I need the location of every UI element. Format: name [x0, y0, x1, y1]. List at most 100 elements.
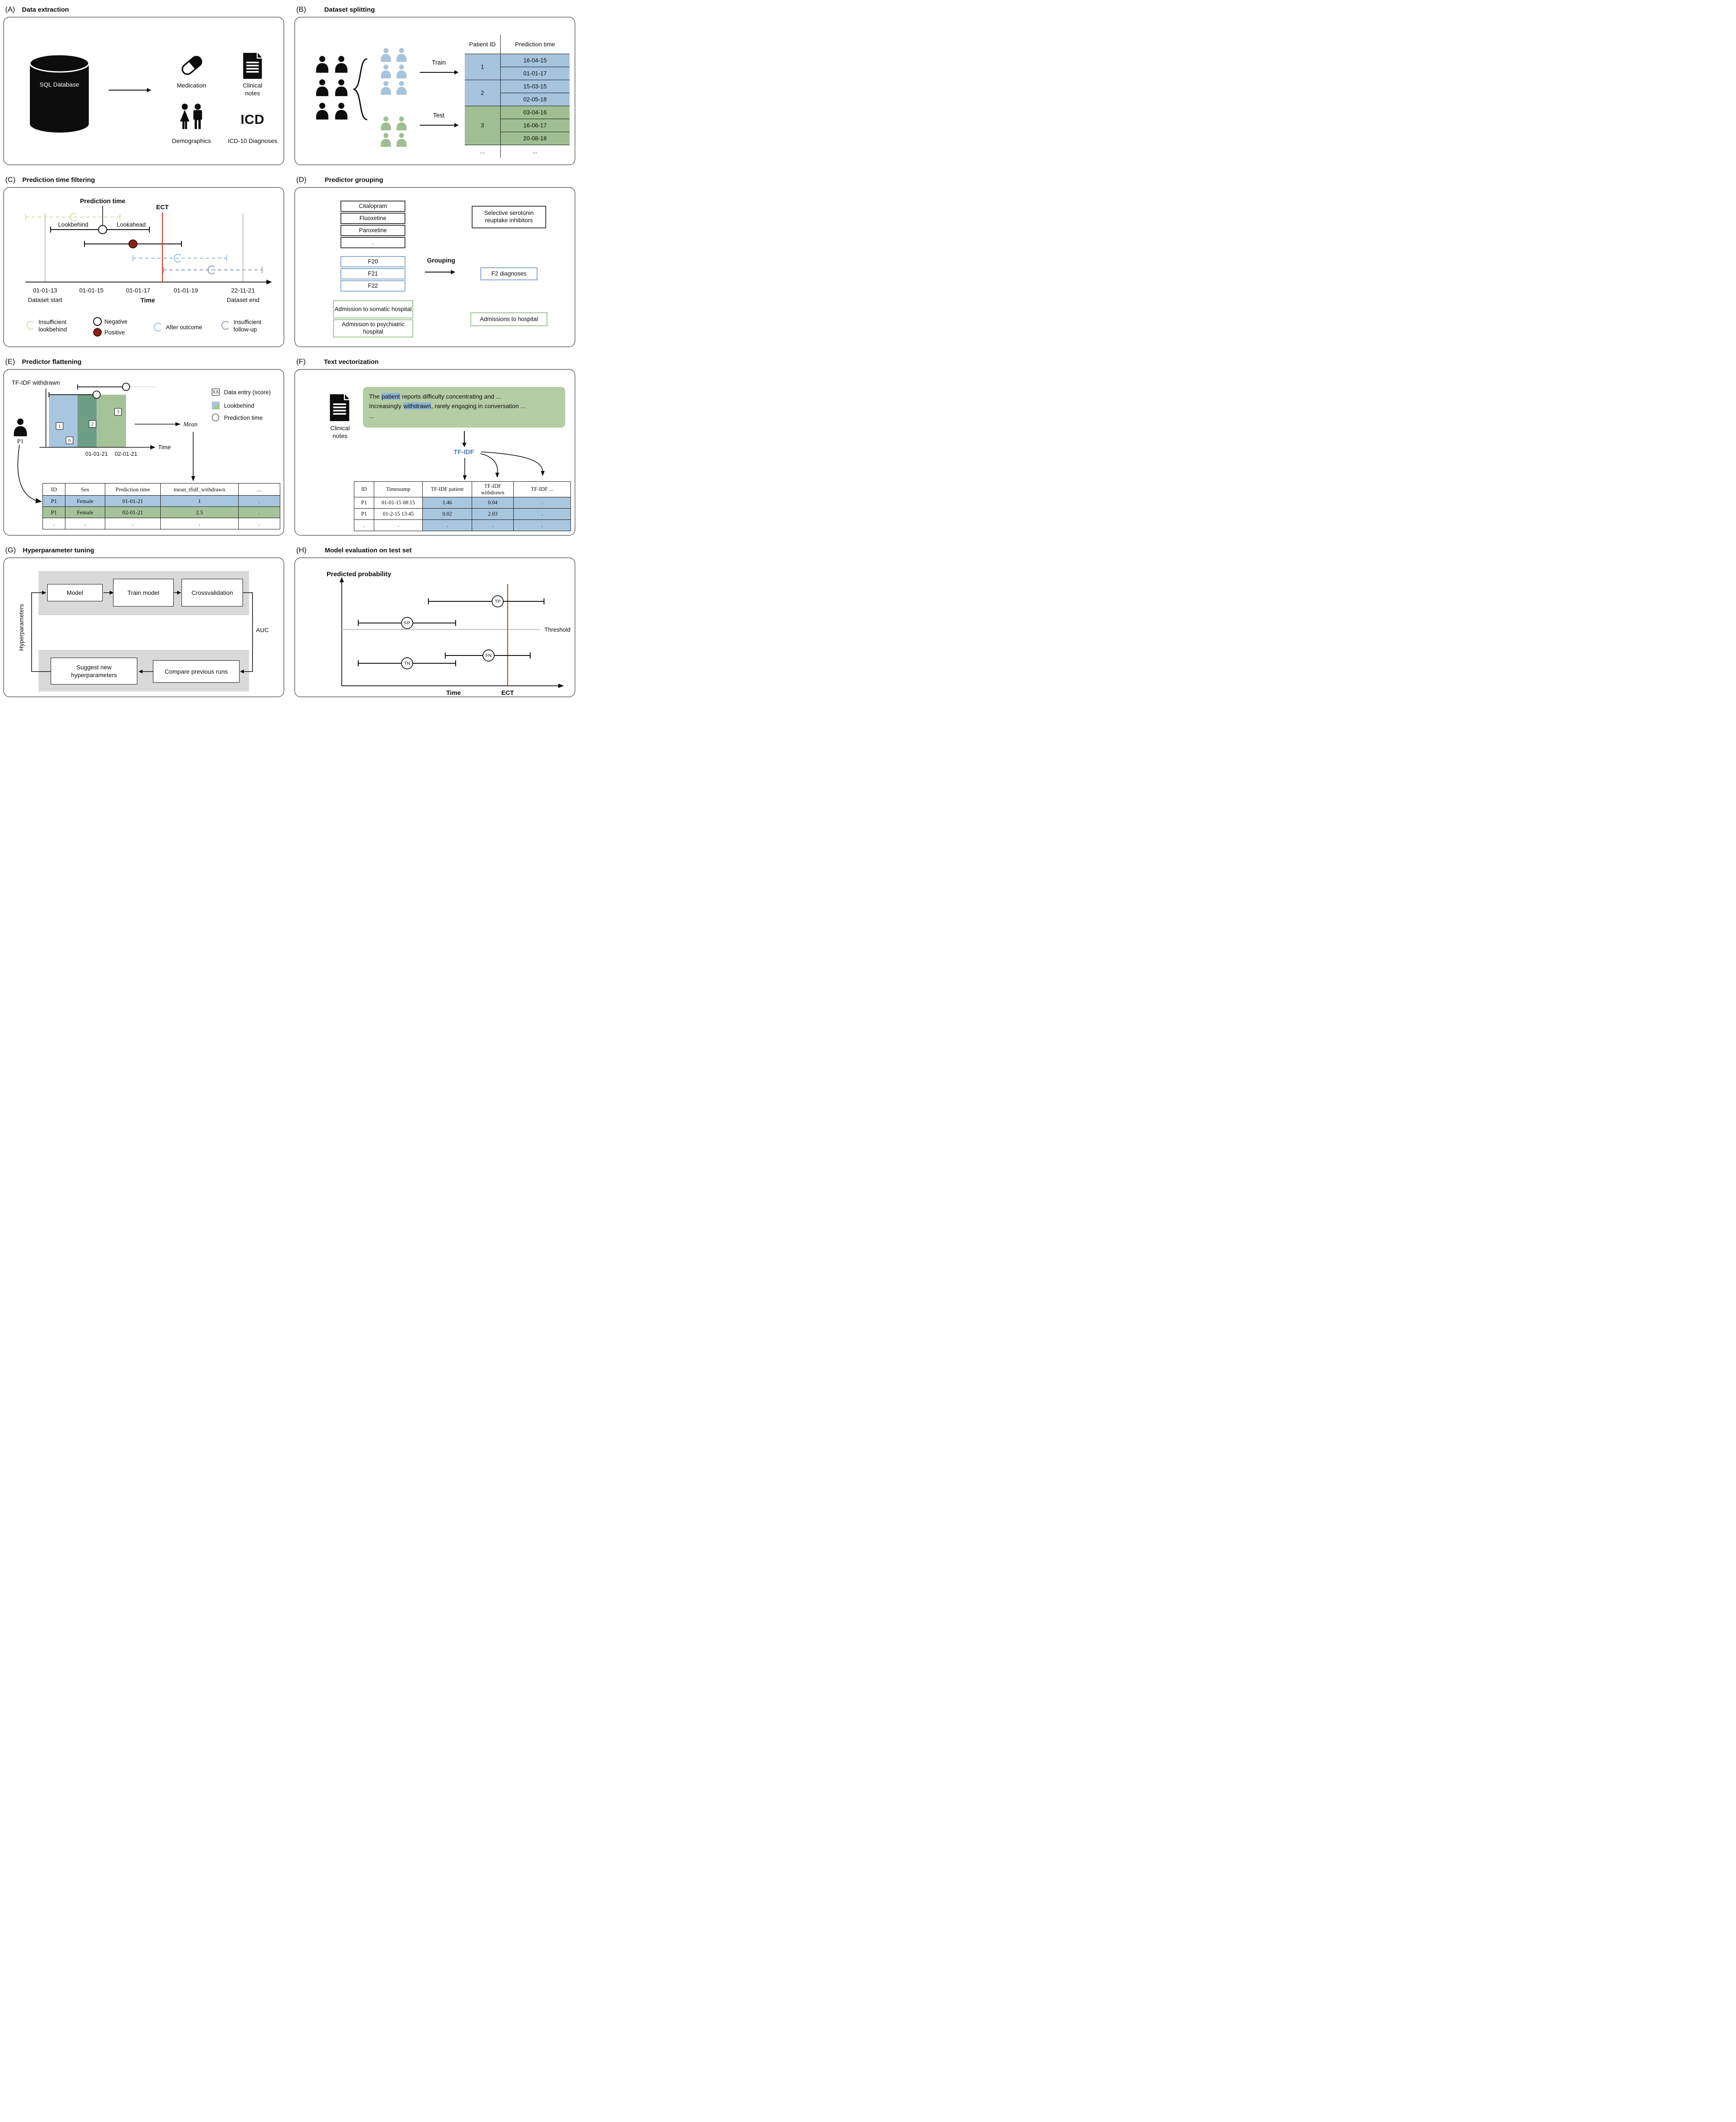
negative-icon: [93, 317, 102, 326]
axis-date-labels: 01-01-13 01-01-15 01-01-17 01-01-19 22-1…: [33, 287, 255, 294]
col-header: ID: [354, 481, 374, 497]
col-header: mean_tfidf_withdrawn: [160, 483, 239, 496]
cell: .: [238, 506, 280, 518]
sql-database-icon: SQL Database: [29, 54, 90, 134]
data-entry-legend-icon: XX: [212, 389, 220, 396]
data-entry: 3: [114, 408, 122, 415]
train-arrow: [420, 70, 459, 74]
col-header: Timestamp: [374, 481, 423, 497]
panel-c-prediction-time-filtering: (C) Prediction time filtering Prediction…: [3, 175, 284, 347]
negative-circle: [98, 225, 107, 234]
note-to-tfidf-arrow: [462, 431, 466, 447]
tp-errorbar: [428, 598, 544, 604]
cell: 1.46: [422, 497, 472, 509]
panel-e-title: Predictor flattening: [22, 358, 82, 366]
train-label: Train: [431, 59, 446, 66]
insufficient-followup-row: [162, 265, 263, 275]
positive-circle: [128, 239, 138, 249]
panel-h-title: Model evaluation on test set: [324, 547, 412, 554]
cell: Female: [65, 506, 105, 518]
tuning-flow-arrows: [31, 591, 253, 674]
demographics-label: Demographics: [172, 137, 211, 144]
cell: .: [65, 518, 105, 529]
table-header-row: ID Timestamp TF-IDF patient TF-IDF withd…: [354, 481, 571, 497]
table-row: . . . . .: [42, 518, 280, 529]
table-row: ... ...: [464, 144, 570, 158]
panel-a-box: SQL Database Medication Clinical notes: [3, 17, 284, 165]
crossvalidation-box: Crossvalidation: [181, 579, 243, 607]
lookahead-label: Lookahead: [117, 221, 146, 228]
col-header: TF-IDF withdrawn: [472, 481, 514, 497]
predictor-item: F20: [340, 256, 405, 267]
after-outcome-icon: [153, 322, 162, 332]
cell: .: [238, 518, 280, 529]
col-header: Prediction time: [105, 483, 161, 496]
mean-arrow: [135, 422, 181, 426]
test-patients-group-icon: [380, 116, 408, 147]
data-entry: 2: [89, 420, 96, 428]
tp-circle: [492, 595, 504, 607]
extraction-flow-arrow: [109, 88, 151, 92]
table-header-row: ID Sex Prediction time mean_tfidf_withdr…: [42, 483, 280, 496]
note-text: , rarely engaging in conversation ...: [431, 402, 526, 410]
grouped-predictor: Admissions to hospital: [470, 312, 547, 326]
cell: 02-01-21: [105, 506, 161, 518]
highlighted-term: withdrawn: [403, 402, 431, 410]
panel-g-tag: (G): [5, 546, 16, 554]
svg-text:Insufficient: Insufficient: [233, 319, 262, 325]
svg-text:01-01-15: 01-01-15: [79, 287, 104, 294]
patient-icon: [13, 418, 28, 436]
cell: .: [513, 497, 571, 509]
dataset-start-label: Dataset start: [28, 296, 62, 303]
note-line-1: The patient reports difficulty concentra…: [369, 392, 559, 401]
cell: Female: [65, 495, 105, 507]
tp-label: TP: [495, 599, 500, 604]
panel-e-tag: (E): [5, 357, 15, 366]
panel-a-tag: (A): [5, 5, 15, 13]
prediction-time-label: Prediction time: [80, 198, 126, 205]
cell: 1: [464, 53, 501, 80]
time-axis-label: Time: [140, 297, 155, 304]
cell: 03-04-16: [500, 105, 570, 119]
table-row: P1 Female 02-01-21 2.5 .: [42, 506, 280, 518]
lookbehind-legend-label: Lookbehind: [224, 402, 254, 409]
panel-f-title: Text vectorization: [324, 358, 379, 366]
predicted-probability-label: Predicted probability: [327, 571, 392, 578]
tn-label: TN: [404, 661, 410, 666]
fp-label: FP: [404, 621, 410, 626]
panel-h-box: Predicted probability Threshold: [295, 558, 575, 697]
model-box: Model: [47, 584, 103, 601]
auc-label: AUC: [256, 626, 269, 633]
suggest-hyperparameters-box: Suggest new hyperparameters: [51, 658, 137, 685]
icd-diagnoses-label: ICD-10 Diagnoses: [227, 137, 278, 144]
cell: 1: [160, 495, 239, 507]
table-row: P1 Female 01-01-21 1 .: [42, 495, 280, 507]
col-header: TF-IDF patient: [422, 481, 472, 497]
evaluation-plot: Predicted probability Threshold: [327, 571, 570, 696]
chart-axes: [39, 389, 155, 450]
cell: .: [238, 495, 280, 507]
date-label-2: 02-01-21: [115, 451, 137, 457]
cell: .: [422, 519, 472, 531]
time-axis-label: Time: [158, 444, 171, 451]
table-row: 3 03-04-16: [464, 105, 570, 145]
dataset-boundary-lines: [45, 214, 243, 282]
note-text: Increasingly: [369, 402, 403, 410]
svg-text:01-01-19: 01-01-19: [174, 287, 198, 294]
lookbehind-legend-icon: [212, 402, 220, 409]
panel-b-title: Dataset splitting: [324, 6, 375, 13]
prediction-time-circle-2: [122, 383, 130, 391]
col-header-prediction-time: Prediction time: [500, 34, 570, 54]
table-row: P1 01-01-15 08:15 1.46 0.04 .: [354, 497, 571, 509]
all-patients-group-icon: [315, 55, 349, 120]
table-row: . . . . .: [354, 519, 571, 531]
grouped-predictor: Selective serotonin reuptake inhibitors: [472, 206, 546, 228]
svg-text:After outcome: After outcome: [166, 324, 202, 331]
patient-id-label: P1: [17, 438, 24, 445]
cell: 0.02: [422, 508, 472, 520]
panel-h-tag: (H): [296, 546, 307, 554]
cell: .: [374, 519, 423, 531]
ect-label: ECT: [502, 690, 514, 696]
date-label-1: 01-01-21: [85, 451, 108, 457]
cell: ...: [500, 144, 570, 158]
